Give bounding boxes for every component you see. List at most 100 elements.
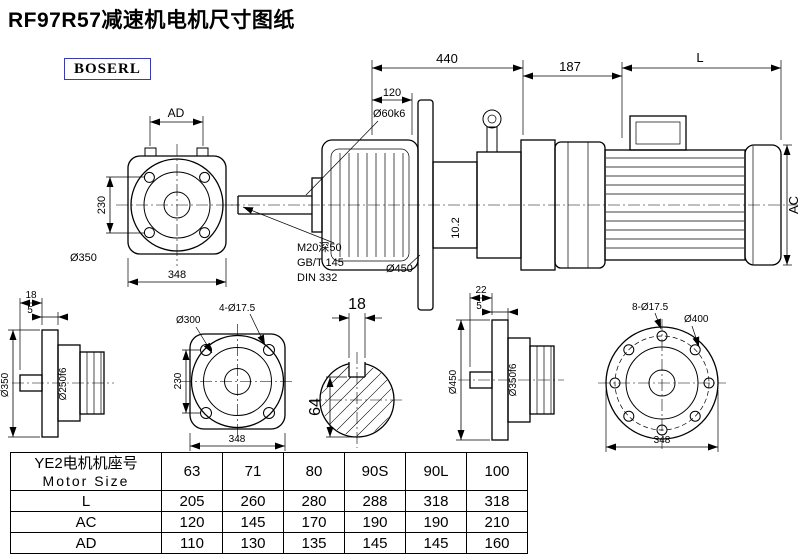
dim-key-label: 10.2 [450, 217, 462, 238]
brand-logo-text: BOSERL [74, 61, 141, 77]
table-cell: 135 [283, 532, 345, 554]
holes-label: 4-Ø17.5 [219, 303, 256, 314]
table-cell: 205 [161, 490, 223, 512]
table-cell: 288 [344, 490, 406, 512]
row-label-ac: AC [10, 511, 162, 533]
flange-plate [41, 329, 59, 438]
dim-230-label: 230 [173, 372, 184, 389]
bolt-hole [143, 227, 155, 239]
bolt-hole [263, 344, 275, 356]
dim-348-label: 348 [654, 435, 671, 446]
table-cell: 170 [283, 511, 345, 533]
bolt-hole [703, 377, 715, 389]
table-row-ad: AD 110 130 135 145 145 160 [10, 532, 528, 554]
main-assembly-view: 440 120 Ø60k6 187 L AC 10.2 [228, 50, 800, 311]
flange-dia-label: Ø350 [70, 252, 97, 264]
fan-cowl [744, 144, 782, 266]
bolt-hole [199, 171, 211, 183]
output-shaft [237, 195, 312, 215]
table-cell: 145 [405, 532, 467, 554]
flange-dia-label: Ø450 [448, 369, 459, 394]
table-cell: 318 [405, 490, 467, 512]
tap-hole-label: M20深50 [297, 241, 342, 254]
bolt-hole [689, 410, 701, 422]
dim-348: 348 [605, 390, 719, 452]
row-label-l: L [10, 490, 162, 512]
header-label-en: Motor Size [42, 472, 130, 489]
table-cell: 160 [466, 532, 528, 554]
key-depth-label: 64 [307, 398, 324, 416]
motor-size-header-cell: YE2电机机座号 Motor Size [10, 452, 162, 491]
flange-body [189, 333, 286, 430]
spigot-dia-label: Ø250f6 [58, 367, 69, 400]
table-cell: 190 [344, 511, 406, 533]
dim-348-label: 348 [168, 269, 186, 281]
table-cell: 210 [466, 511, 528, 533]
dim-440-label: 440 [436, 51, 458, 66]
dim-187: 187 [523, 59, 623, 138]
dim-ad: AD [149, 106, 204, 146]
table-cell: 110 [161, 532, 223, 554]
dim-5: 5 [27, 305, 68, 325]
flange-tab [144, 147, 157, 157]
table-cell: 120 [161, 511, 223, 533]
brand-logo-box: BOSERL [64, 58, 151, 80]
dim-230: 230 [173, 349, 200, 414]
table-cell: 190 [405, 511, 467, 533]
table-cell: 145 [344, 532, 406, 554]
dim-18: 18 [19, 290, 43, 370]
flange-dia-label: Ø350 [0, 372, 11, 397]
dim-187-label: 187 [559, 59, 581, 74]
motor-size-table: YE2电机机座号 Motor Size 63 71 80 90S 90L 100… [10, 452, 528, 554]
dim-flange-dia: Ø450 [448, 319, 490, 441]
bolt-hole [263, 407, 275, 419]
column-header-80: 80 [283, 452, 345, 491]
dim-120-label: 120 [383, 87, 401, 99]
column-header-71: 71 [222, 452, 284, 491]
bolt-hole [143, 171, 155, 183]
dim-348-label: 348 [229, 434, 246, 445]
dim-348: 348 [189, 433, 286, 451]
bolt-hole [200, 407, 212, 419]
circle-dia-callout: Ø300 [176, 315, 213, 354]
flange-tab [196, 147, 209, 157]
column-header-90l: 90L [405, 452, 467, 491]
table-row-ac: AC 120 145 170 190 190 210 [10, 511, 528, 533]
dim-motor-length: L [622, 50, 782, 140]
flange-outer [605, 326, 719, 440]
page-title: RF97R57减速机电机尺寸图纸 [8, 9, 295, 32]
table-header-row: YE2电机机座号 Motor Size 63 71 80 90S 90L 100 [10, 452, 528, 491]
tap-hole-callout: M20深50 GB/T 145 DIN 332 [242, 206, 344, 284]
dim-5-label: 5 [27, 305, 33, 316]
holes-callout: 8-Ø17.5 [632, 302, 669, 330]
bolt-hole [656, 330, 668, 342]
square-flange-view: 4-Ø17.5 Ø300 230 348 [173, 303, 295, 451]
dim-120: 120 [372, 87, 413, 135]
circle-dia-label: Ø300 [176, 315, 201, 326]
flange-dia-label: Ø450 [386, 263, 413, 275]
front-flange-view: AD Ø350 230 348 [70, 106, 238, 287]
small-flange-side-view: 18 5 Ø350 Ø250f6 [0, 290, 114, 438]
dim-5: 5 [476, 301, 518, 333]
dim-22-label: 22 [475, 285, 487, 296]
dimension-drawing: AD Ø350 230 348 [0, 50, 800, 452]
standard-din-label: DIN 332 [297, 272, 337, 284]
table-cell: 280 [283, 490, 345, 512]
dim-18-label: 18 [25, 290, 37, 301]
flange-dia-callout: Ø450 [386, 254, 421, 275]
circle-dia-label: Ø400 [684, 314, 709, 325]
bolt-hole [623, 410, 635, 422]
holes-label: 8-Ø17.5 [632, 302, 669, 313]
bolt-hole [609, 377, 621, 389]
shaft-dia-label: Ø60k6 [373, 108, 405, 120]
circle-dia-callout: Ø400 [684, 314, 709, 348]
shaft-section-view: 18 64 [307, 296, 404, 448]
column-header-90s: 90S [344, 452, 406, 491]
dim-key-depth: 64 [307, 376, 357, 438]
dim-flange-dia: Ø350 [0, 329, 40, 438]
shaft-dia-callout: Ø60k6 [305, 108, 405, 196]
table-cell: 318 [466, 490, 528, 512]
table-cell: 130 [222, 532, 284, 554]
round-flange-view: 8-Ø17.5 Ø400 348 [598, 302, 726, 452]
dim-l-label: L [696, 50, 703, 65]
